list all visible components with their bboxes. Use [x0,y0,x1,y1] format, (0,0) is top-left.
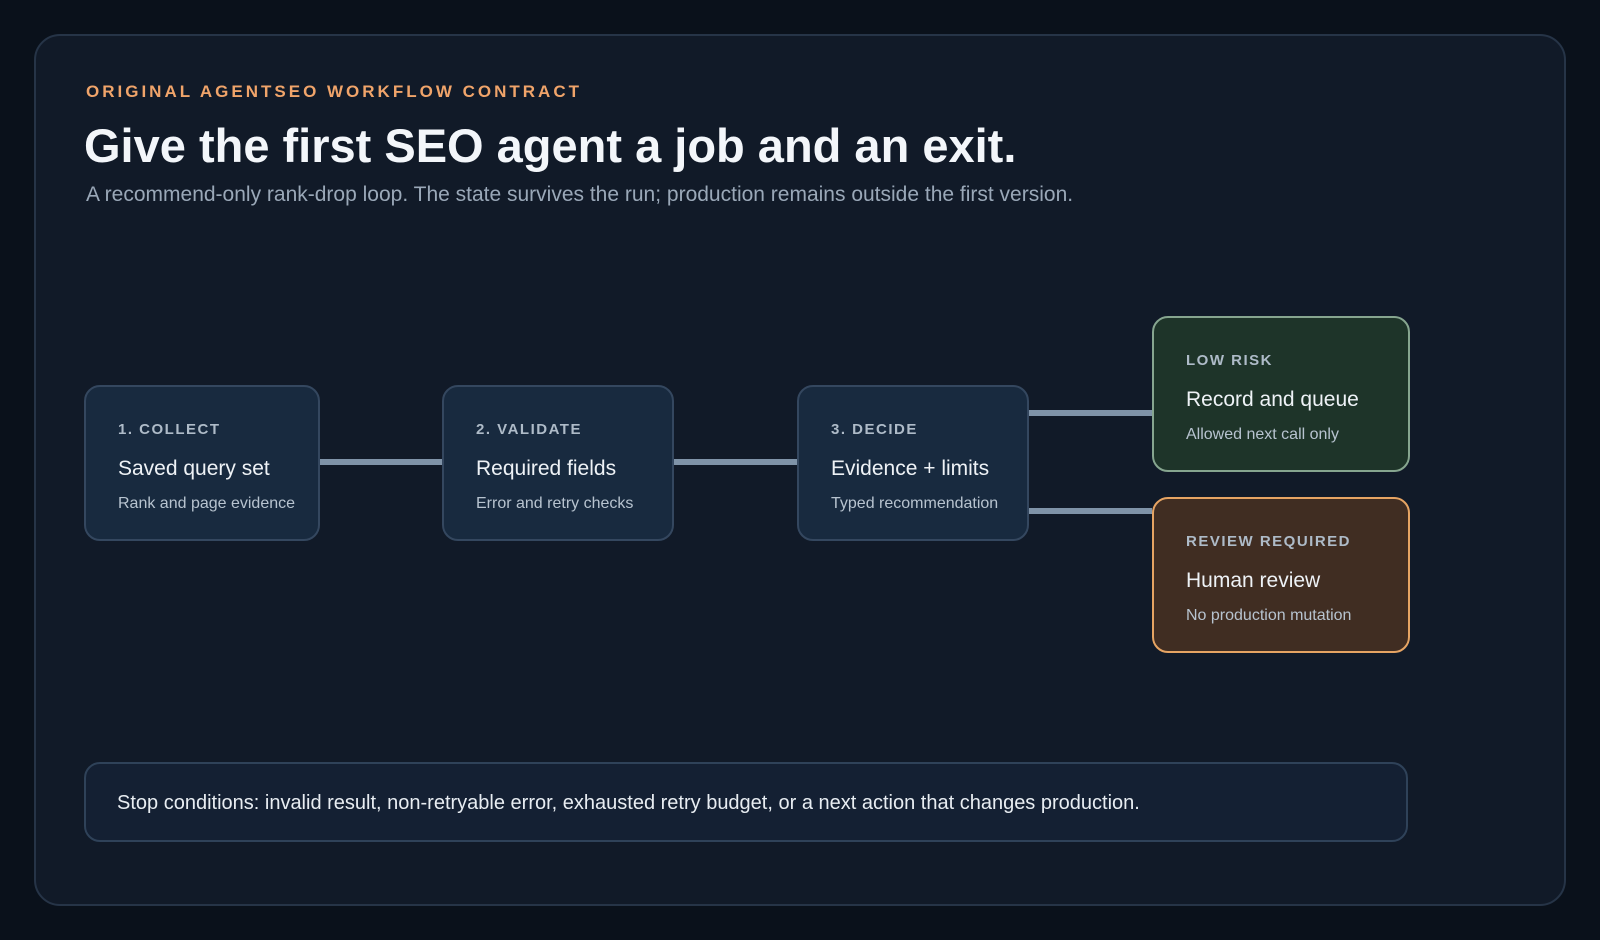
page-subtitle: A recommend-only rank-drop loop. The sta… [86,183,1074,206]
outcome-detail: No production mutation [1186,607,1352,624]
step-detail: Rank and page evidence [118,495,296,512]
step-tag: 2. VALIDATE [476,421,582,438]
connector-collect-validate [316,459,444,465]
stop-conditions-box: Stop conditions: invalid result, non-ret… [84,762,1408,842]
step-title: Saved query set [118,457,270,480]
connector-validate-decide [670,459,798,465]
outcome-tag: LOW RISK [1186,352,1273,369]
outcome-low-risk: LOW RISK Record and queue Allowed next c… [1152,316,1410,472]
connector-decide-review [1024,508,1152,514]
eyebrow-label: ORIGINAL AGENTSEO WORKFLOW CONTRACT [86,82,582,101]
step-collect: 1. COLLECT Saved query set Rank and page… [84,385,320,541]
step-detail: Typed recommendation [831,495,999,512]
stop-conditions-text: Stop conditions: invalid result, non-ret… [117,792,1140,814]
step-title: Required fields [476,457,617,480]
page-title: Give the first SEO agent a job and an ex… [84,119,1017,172]
connector-decide-low-risk [1024,410,1152,416]
outcome-detail: Allowed next call only [1186,426,1339,443]
step-tag: 3. DECIDE [831,421,918,438]
step-title: Evidence + limits [831,457,990,480]
step-detail: Error and retry checks [476,495,634,512]
step-tag: 1. COLLECT [118,421,221,438]
workflow-panel: ORIGINAL AGENTSEO WORKFLOW CONTRACT Give… [34,34,1566,906]
step-validate: 2. VALIDATE Required fields Error and re… [442,385,674,541]
outcome-title: Human review [1186,569,1321,592]
outcome-review-required: REVIEW REQUIRED Human review No producti… [1152,497,1410,653]
outcome-tag: REVIEW REQUIRED [1186,533,1352,550]
step-decide: 3. DECIDE Evidence + limits Typed recomm… [797,385,1029,541]
outcome-title: Record and queue [1186,388,1359,411]
